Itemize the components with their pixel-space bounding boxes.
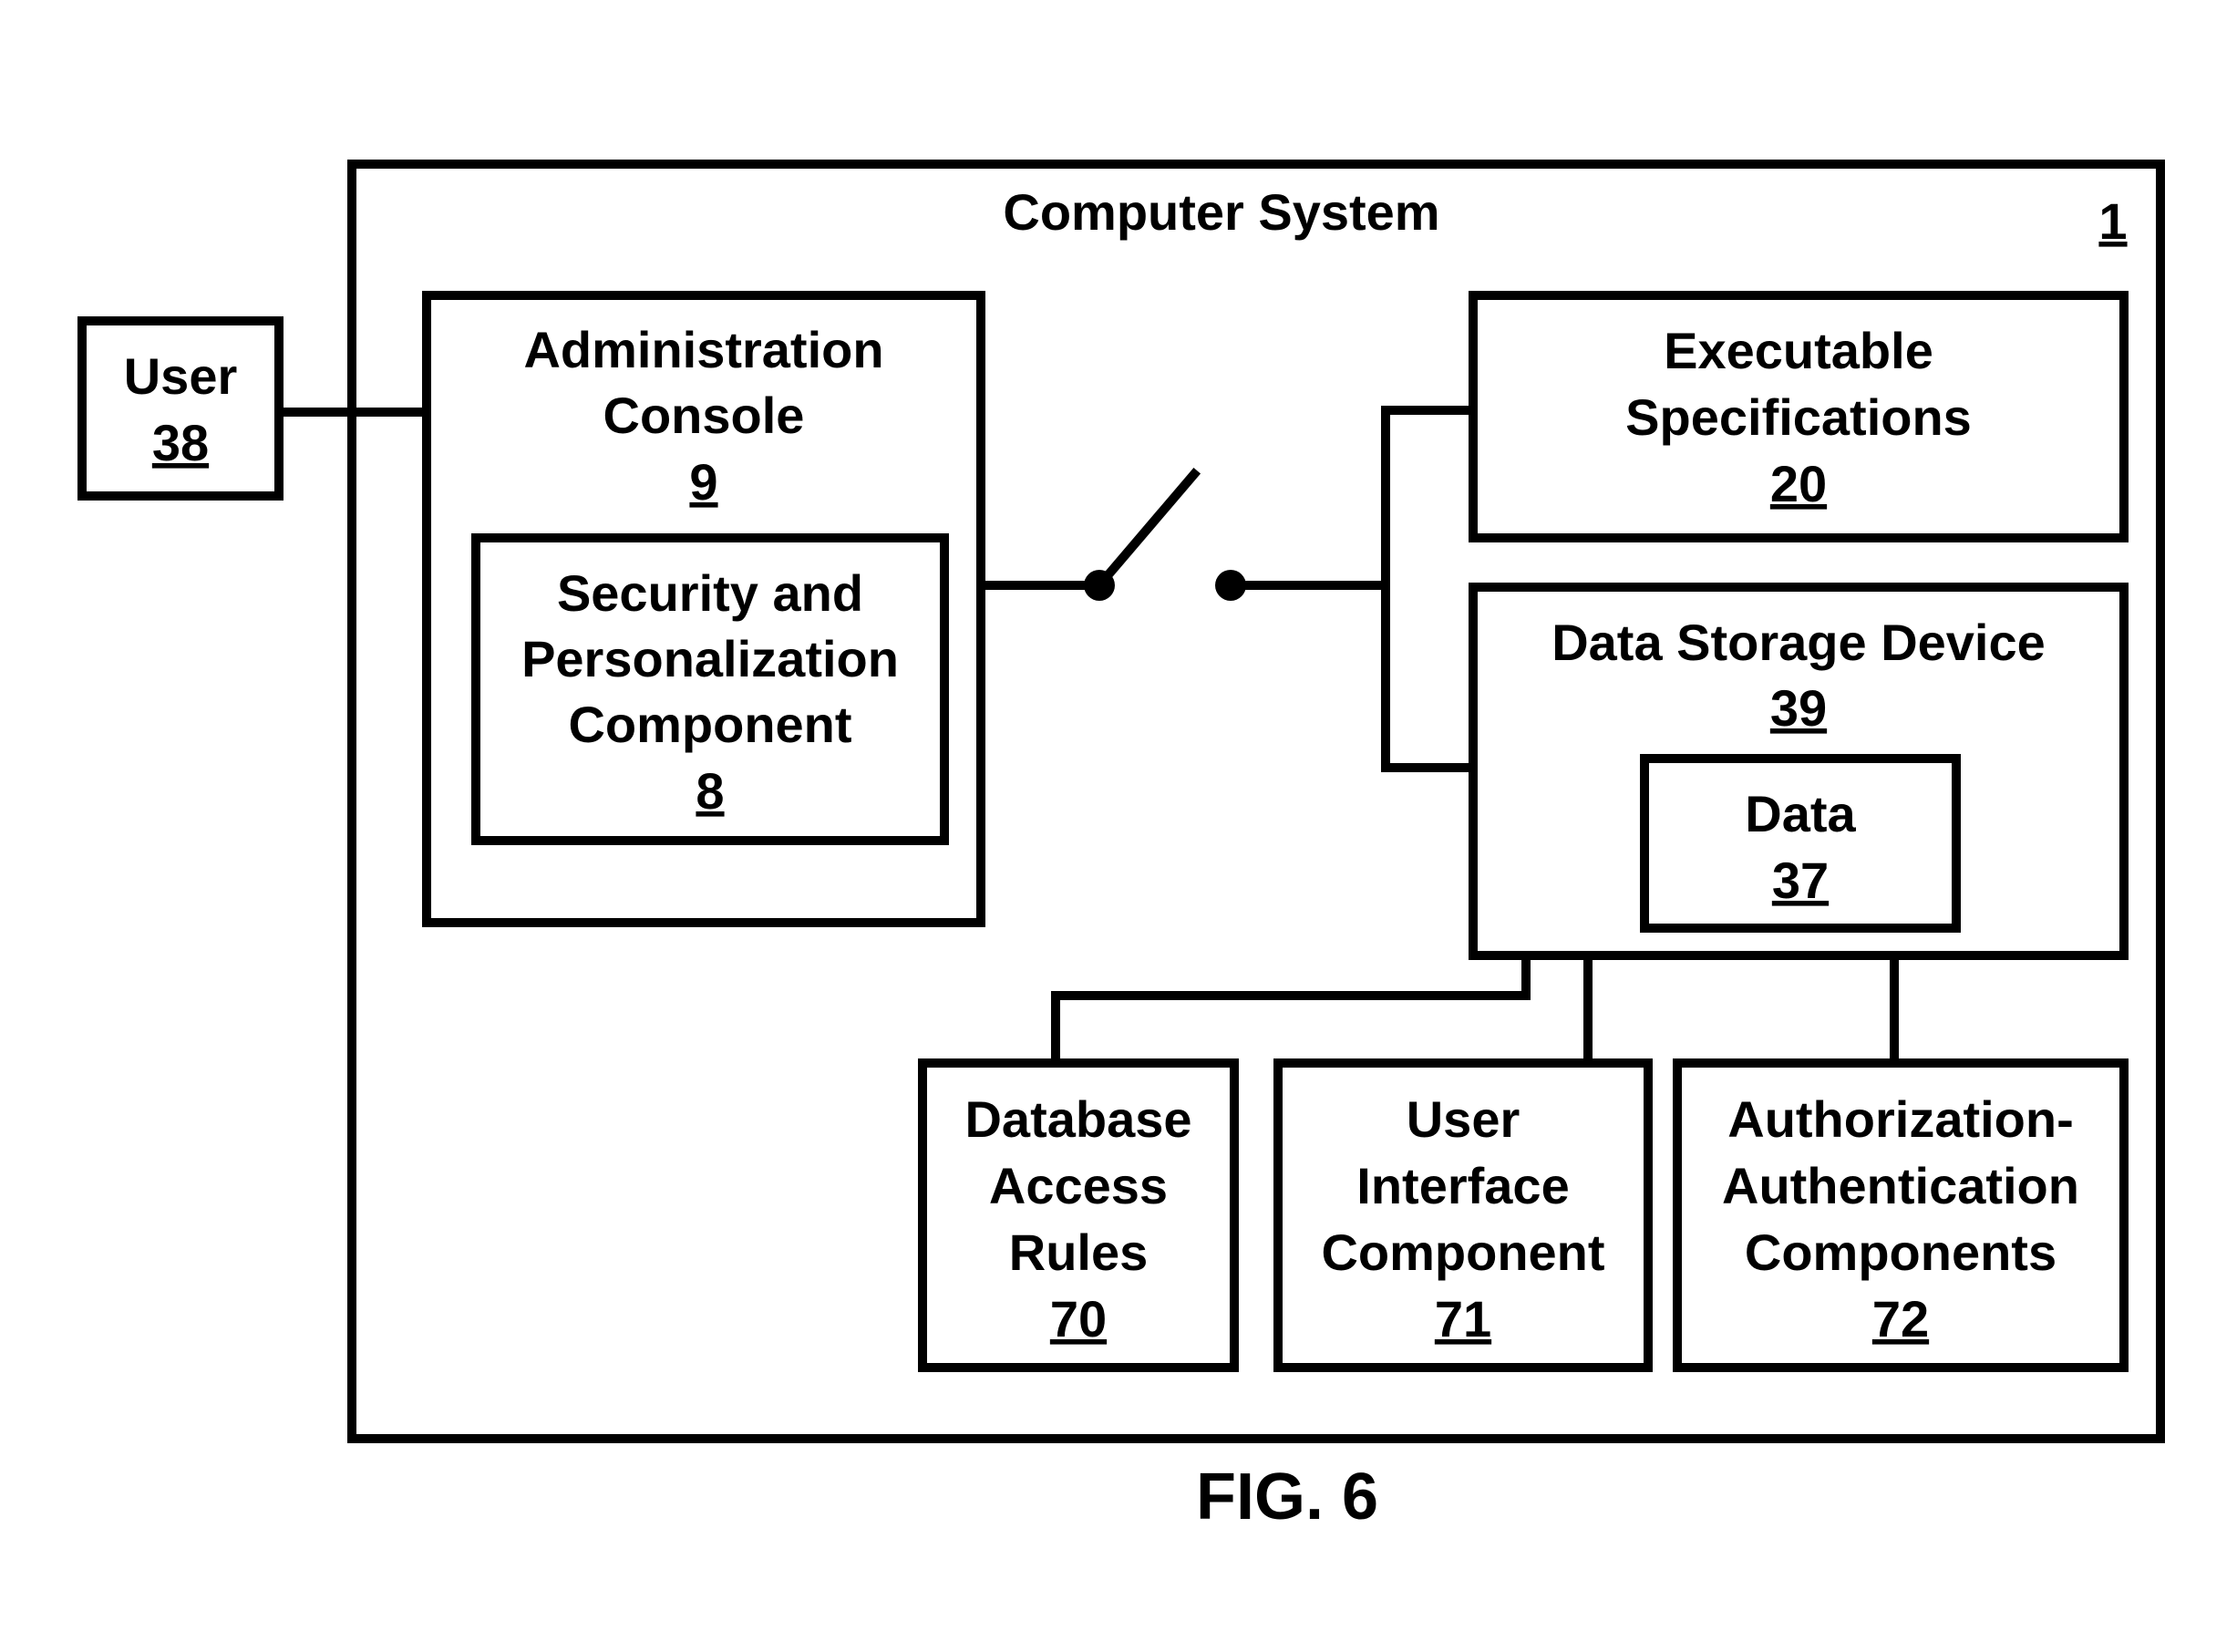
auth-components-box: Authorization- Authentication Components… (1677, 1063, 2124, 1368)
auth-label-line2: Authentication (1722, 1157, 2079, 1214)
data-storage-ref: 39 (1770, 679, 1827, 737)
computer-system-ref: 1 (2098, 192, 2127, 250)
data-box: Data 37 (1644, 759, 1956, 928)
security-label-line2: Personalization (521, 630, 899, 687)
data-storage-label: Data Storage Device (1551, 614, 2046, 671)
exec-specs-ref: 20 (1770, 455, 1827, 512)
ui-component-label-line2: Interface (1356, 1157, 1569, 1214)
auth-label-line3: Components (1745, 1224, 2057, 1281)
admin-console-ref: 9 (689, 453, 717, 511)
admin-console-label-line1: Administration (523, 321, 883, 378)
ui-component-ref: 71 (1435, 1290, 1491, 1347)
security-ref: 8 (696, 762, 724, 820)
exec-specs-label-line1: Executable (1664, 322, 1933, 379)
db-rules-label-line1: Database (964, 1090, 1191, 1148)
switch-contact-left (1084, 570, 1115, 601)
auth-ref: 72 (1872, 1290, 1929, 1347)
db-rules-ref: 70 (1050, 1290, 1107, 1347)
security-label-line3: Component (568, 696, 851, 753)
user-interface-component-box: User Interface Component 71 (1278, 1063, 1648, 1368)
executable-specifications-box: Executable Specifications 20 (1473, 295, 2124, 538)
auth-label-line1: Authorization- (1727, 1090, 2073, 1148)
computer-system-label: Computer System (1003, 183, 1439, 241)
security-personalization-box: Security and Personalization Component 8 (476, 538, 944, 841)
db-rules-label-line3: Rules (1009, 1224, 1149, 1281)
user-label: User (124, 347, 238, 405)
exec-specs-label-line2: Specifications (1625, 388, 1972, 446)
switch-contact-right (1215, 570, 1246, 601)
data-label: Data (1745, 785, 1856, 842)
ui-component-label-line3: Component (1321, 1224, 1604, 1281)
data-ref: 37 (1772, 852, 1829, 909)
database-access-rules-box: Database Access Rules 70 (923, 1063, 1234, 1368)
ui-component-label-line1: User (1407, 1090, 1521, 1148)
security-label-line1: Security and (557, 564, 863, 622)
user-ref: 38 (152, 414, 209, 471)
figure-caption: FIG. 6 (1196, 1461, 1378, 1533)
admin-console-label-line2: Console (603, 387, 805, 444)
user-box: User 38 (82, 321, 279, 496)
db-rules-label-line2: Access (989, 1157, 1168, 1214)
